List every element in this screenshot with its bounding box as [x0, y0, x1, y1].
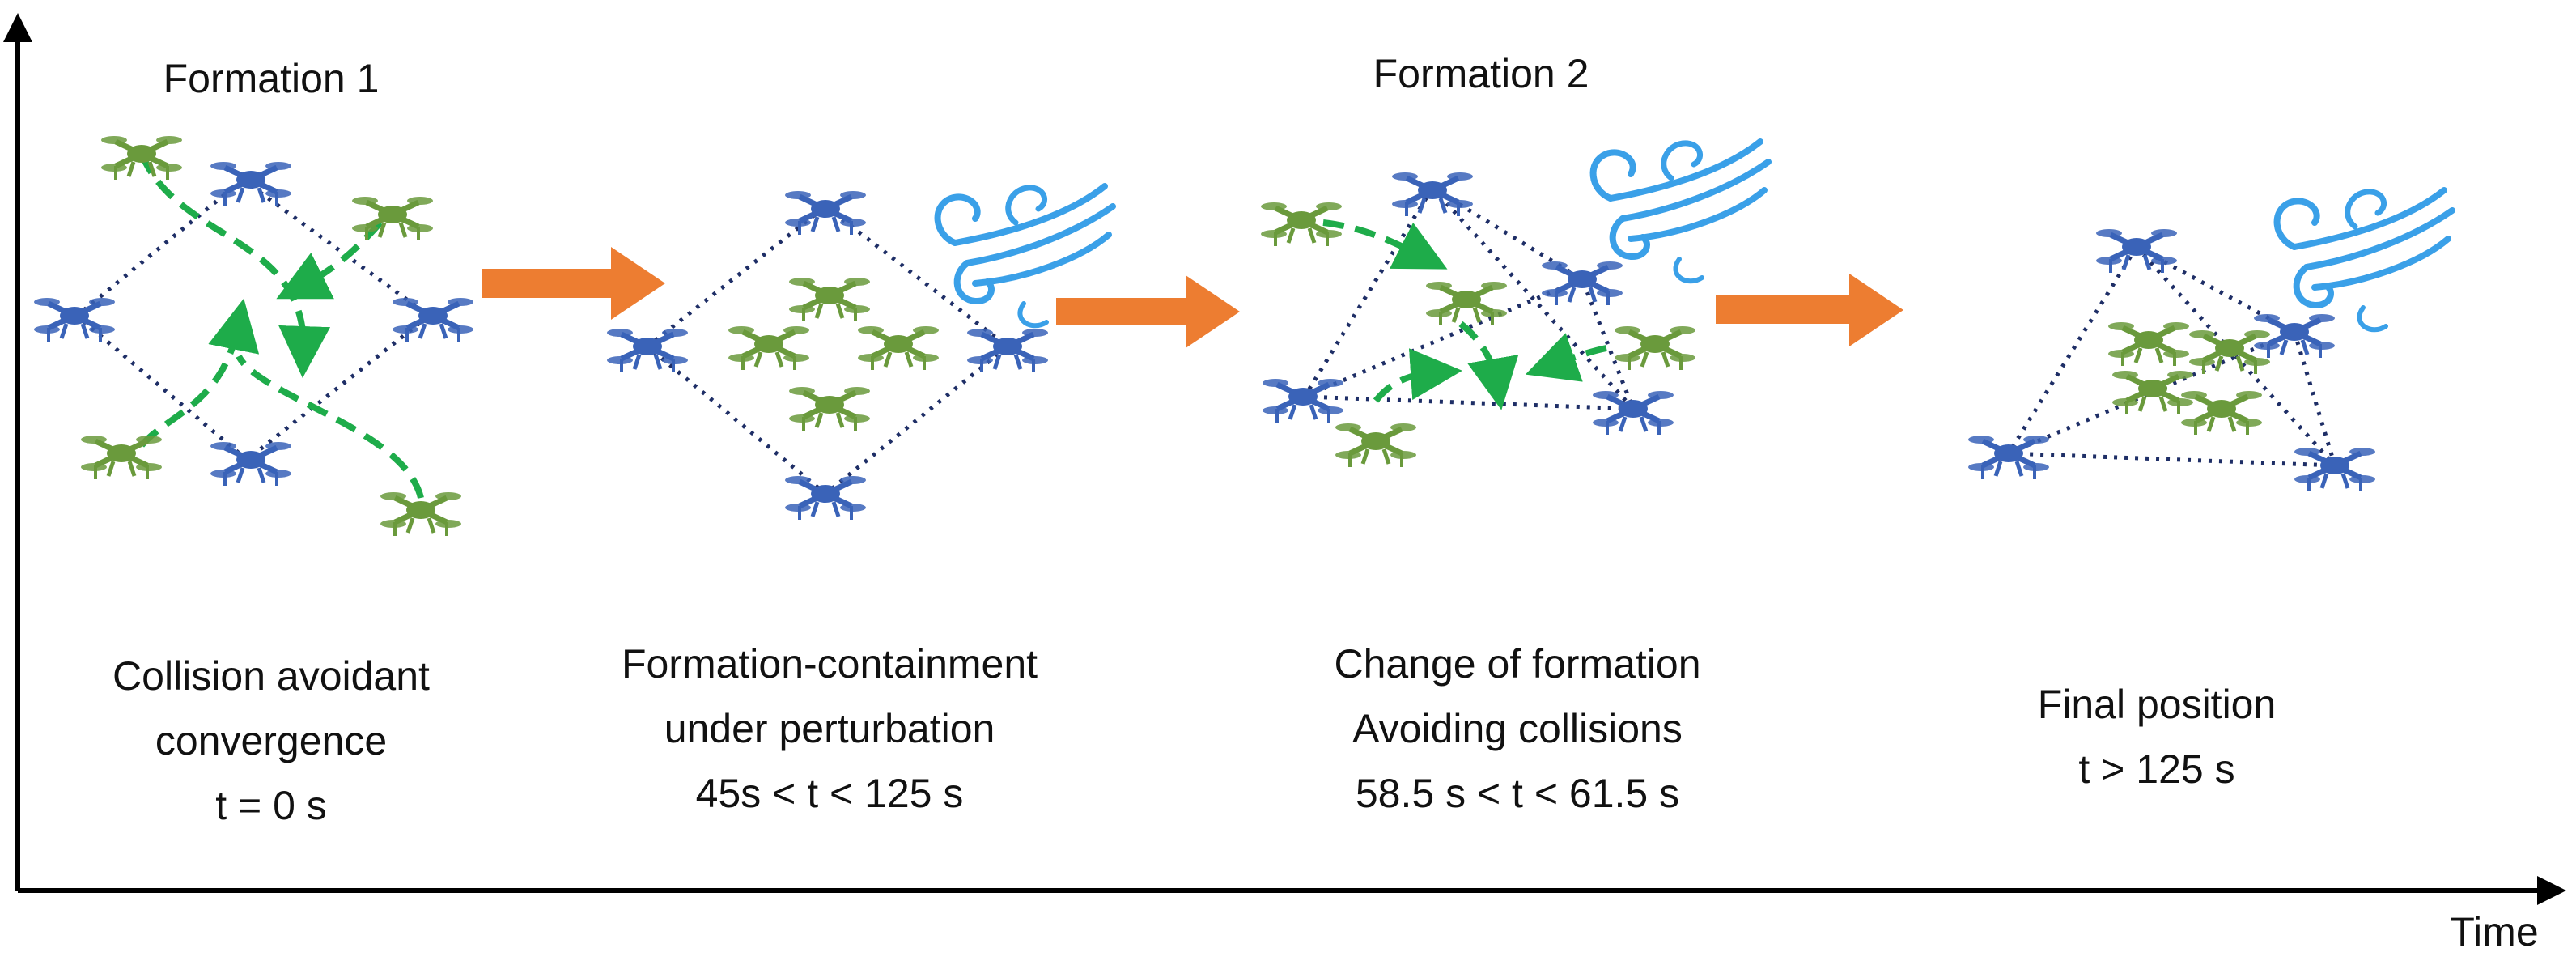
follower-drone-icon: [2108, 322, 2270, 435]
caption-line: convergence: [155, 718, 388, 763]
formation-lines: [644, 203, 1012, 497]
caption-line: Final position: [2037, 682, 2277, 727]
transition-arrow-icon: [1056, 275, 1240, 348]
caption-line: t > 125 s: [2078, 746, 2235, 792]
caption-line: Formation-containment: [621, 641, 1038, 687]
follower-drone-icon: [728, 278, 939, 431]
caption-line: t = 0 s: [215, 783, 327, 828]
transition-arrow-icon: [482, 247, 665, 320]
wind-icon: [1594, 142, 1768, 281]
follower-drone-icon: [1261, 202, 1695, 467]
panel-4-caption: Final position t > 125 s: [2038, 672, 2277, 801]
caption-line: 45s < t < 125 s: [695, 771, 964, 816]
panel-3-caption: Change of formation Avoiding collisions …: [1334, 631, 1700, 826]
formation-lines: [1301, 185, 1636, 411]
caption-line: Collision avoidant: [112, 653, 430, 699]
caption-line: Change of formation: [1334, 641, 1701, 687]
x-axis-label: Time: [2450, 909, 2539, 954]
panel-1-title: Formation 1: [163, 56, 380, 101]
path-arrows: [138, 152, 424, 500]
time-axis: [2, 13, 2566, 905]
transition-arrow-icon: [1716, 274, 1903, 346]
panel-1-graphic: [34, 136, 473, 536]
panel-3-graphic: [1261, 142, 1768, 467]
panel-1-caption: Collision avoidant convergence t = 0 s: [112, 644, 430, 838]
panel-2-caption: Formation-containment under perturbation…: [622, 631, 1038, 826]
caption-line: Avoiding collisions: [1352, 706, 1683, 751]
caption-line: 58.5 s < t < 61.5 s: [1355, 771, 1680, 816]
wind-icon: [2277, 190, 2452, 329]
path-arrows: [1322, 219, 1607, 410]
panel-4-graphic: [1968, 190, 2452, 491]
panel-3-title: Formation 2: [1373, 51, 1589, 96]
caption-line: under perturbation: [664, 706, 995, 751]
panel-2-graphic: [607, 186, 1113, 520]
